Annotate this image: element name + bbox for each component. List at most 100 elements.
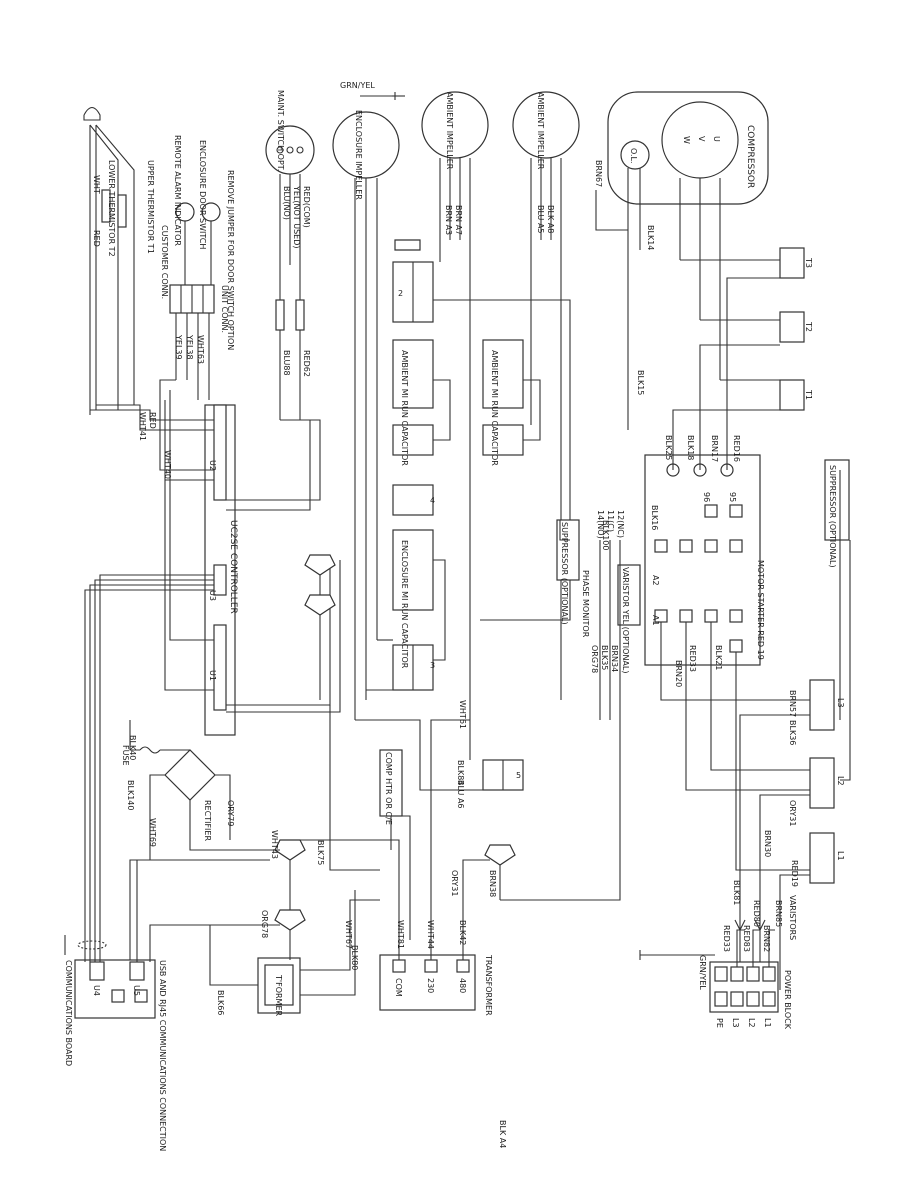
compressor-terminals: T3 T2 T1 (779, 247, 813, 411)
enclosure-impeller-icon (332, 111, 400, 179)
pm-14no-label: 14(NO) (596, 510, 605, 539)
wire-label: RED62 (302, 350, 311, 377)
power-block: PE L3 L2 L1 POWER BLOCK VARISTORS GRN/YE… (639, 895, 797, 1030)
transformer-480-label: 480 (458, 978, 467, 993)
plug-connector-6 (394, 239, 421, 251)
starter-l1-term (729, 639, 743, 653)
wire-label: WHT81 (396, 920, 405, 949)
wire-label: BRN67 (594, 160, 603, 187)
transformer-com-label: COM (394, 978, 403, 997)
wire-label: BRN85 (774, 900, 783, 927)
probe-icon (83, 106, 101, 121)
wire-label: BLK A4 (498, 1120, 507, 1148)
wire-label: BLK140 (126, 780, 135, 810)
controller-u2-header (213, 404, 227, 501)
starter-l3-term (704, 609, 718, 623)
pm-12nc-label: 12(NC) (616, 510, 625, 538)
controller-u1-header (213, 624, 227, 711)
wire-label: BLK16 (650, 505, 659, 530)
starter-l2-term (729, 609, 743, 623)
wire-label: BLK84 (456, 760, 465, 785)
compressor-term-u: U (712, 136, 721, 142)
customer-connector: CUSTOMER CONN. UNIT CONN. REMOTE ALARM I… (160, 135, 235, 400)
l1-label: L1 (836, 851, 845, 861)
wire-label: BLK40 (128, 735, 137, 760)
pb-l2-label: L2 (747, 1018, 756, 1028)
pb-l3-top (730, 966, 744, 982)
upper-thermistor-label: UPPER THERMISTOR T1 (146, 160, 155, 254)
pb-l1-top (762, 966, 776, 982)
compressor-label: COMPRESSOR (745, 125, 755, 188)
terminal-block-5-label: 5 (516, 771, 521, 780)
starter-a1-label: A1 (651, 615, 660, 626)
door-switch-label: ENCLOSURE DOOR SWITCH (198, 140, 207, 249)
wire-label: BLK81 (732, 880, 741, 905)
starter-96-term (704, 504, 718, 518)
maint-switch: MAINT. SWITCH OPT. BLU(NO) YEL(NOT USED)… (265, 90, 315, 420)
plug-connectors (274, 239, 516, 931)
comm-u5-connector (129, 961, 145, 981)
pb-pe-top (714, 966, 728, 982)
starter-a2-label: A2 (651, 575, 660, 586)
terminal-t1 (779, 379, 805, 411)
compressor-term-v: V (697, 136, 706, 142)
wire-label: WHT63 (196, 335, 205, 364)
wire-label: WHT69 (148, 818, 157, 847)
transformer-230-term (424, 959, 438, 973)
wire-label: ORY31 (788, 800, 797, 826)
wire-label: BLU A5 (536, 205, 545, 234)
transformer-label: TRANSFORMER (484, 954, 493, 1016)
wire-label: BRN17 (710, 435, 719, 462)
wire-label: BRN38 (488, 870, 497, 897)
rectifier-icon (164, 749, 216, 801)
plug-connector-5 (484, 844, 516, 866)
ambient-impeller-1-icon (421, 91, 489, 159)
suppressor-right-label: SUPPRESSOR (OPTIONAL) (828, 465, 837, 568)
controller-u1-label: U1 (208, 670, 217, 681)
starter-t2-mid-term (704, 539, 718, 553)
uc2se-controller: UC2SE CONTROLLER U2 U3 U1 (84, 379, 341, 920)
wire-label: RED83 (742, 925, 751, 952)
starter-13-term (679, 609, 693, 623)
jumper-note-label: REMOVE JUMPER FOR DOOR SWITCH OPTION (226, 170, 235, 350)
pb-l3-bottom (730, 991, 744, 1007)
maint-switch-label: MAINT. SWITCH OPT. (276, 90, 285, 171)
plug-connector-3 (274, 839, 306, 861)
thermistor-wht-label: WHT (92, 175, 101, 194)
ambient-impeller-2-label: AMBIENT IMPELLER (536, 92, 545, 170)
usb-rj45-label: USB AND RJ45 COMMUNICATIONS CONNECTION (158, 960, 167, 1151)
rectifier: RECTIFIER FUSE (121, 720, 280, 960)
compressor: O.L. W V U COMPRESSOR (607, 91, 780, 430)
starter-t1-mid-term (729, 539, 743, 553)
wire-label: BLK35 (600, 645, 609, 670)
wire-label: BLK75 (316, 840, 325, 865)
phase-monitor-label: PHASE MONITOR (581, 570, 590, 638)
terminal-l3 (809, 679, 835, 731)
suppressor-box (556, 519, 580, 581)
capacitors: AMBIENT MI RUN CAPACITOR AMBIENT MI RUN … (392, 240, 571, 760)
rectifier-label: RECTIFIER (203, 800, 212, 841)
t2-label: T2 (804, 321, 813, 332)
wire-label: WHT41 (138, 412, 147, 441)
enclosure-impeller-label: ENCLOSURE IMPELLER (354, 110, 363, 200)
starter-95-term (729, 504, 743, 518)
ambient-run-cap-2-label: AMBIENT MI RUN CAPACITOR (490, 350, 499, 466)
comm-u4-connector (89, 961, 105, 981)
yel-nu-label: YEL(NOT USED) (292, 185, 301, 249)
wire-label: BLK80 (350, 945, 359, 970)
overload-label: O.L. (629, 148, 638, 164)
wire-label: BRN57 (788, 690, 797, 717)
wire-label: YEL39 (174, 334, 183, 360)
wire-label: ORY79 (226, 800, 235, 826)
pm-11c-label: 11(C) (606, 510, 615, 532)
transformer-480-term (456, 959, 470, 973)
suppressor-label: SUPPRESSOR (OPTIONAL) (560, 522, 569, 625)
fuse-icon (139, 746, 161, 754)
wire-label: BLK25 (664, 435, 673, 460)
customer-conn-label: CUSTOMER CONN. (160, 225, 169, 299)
terminal-t2 (779, 311, 805, 343)
ambient-run-cap-1 (392, 339, 434, 409)
wire-label: BLK36 (788, 720, 797, 745)
line-terminals: L3 L2 L1 (739, 679, 845, 990)
